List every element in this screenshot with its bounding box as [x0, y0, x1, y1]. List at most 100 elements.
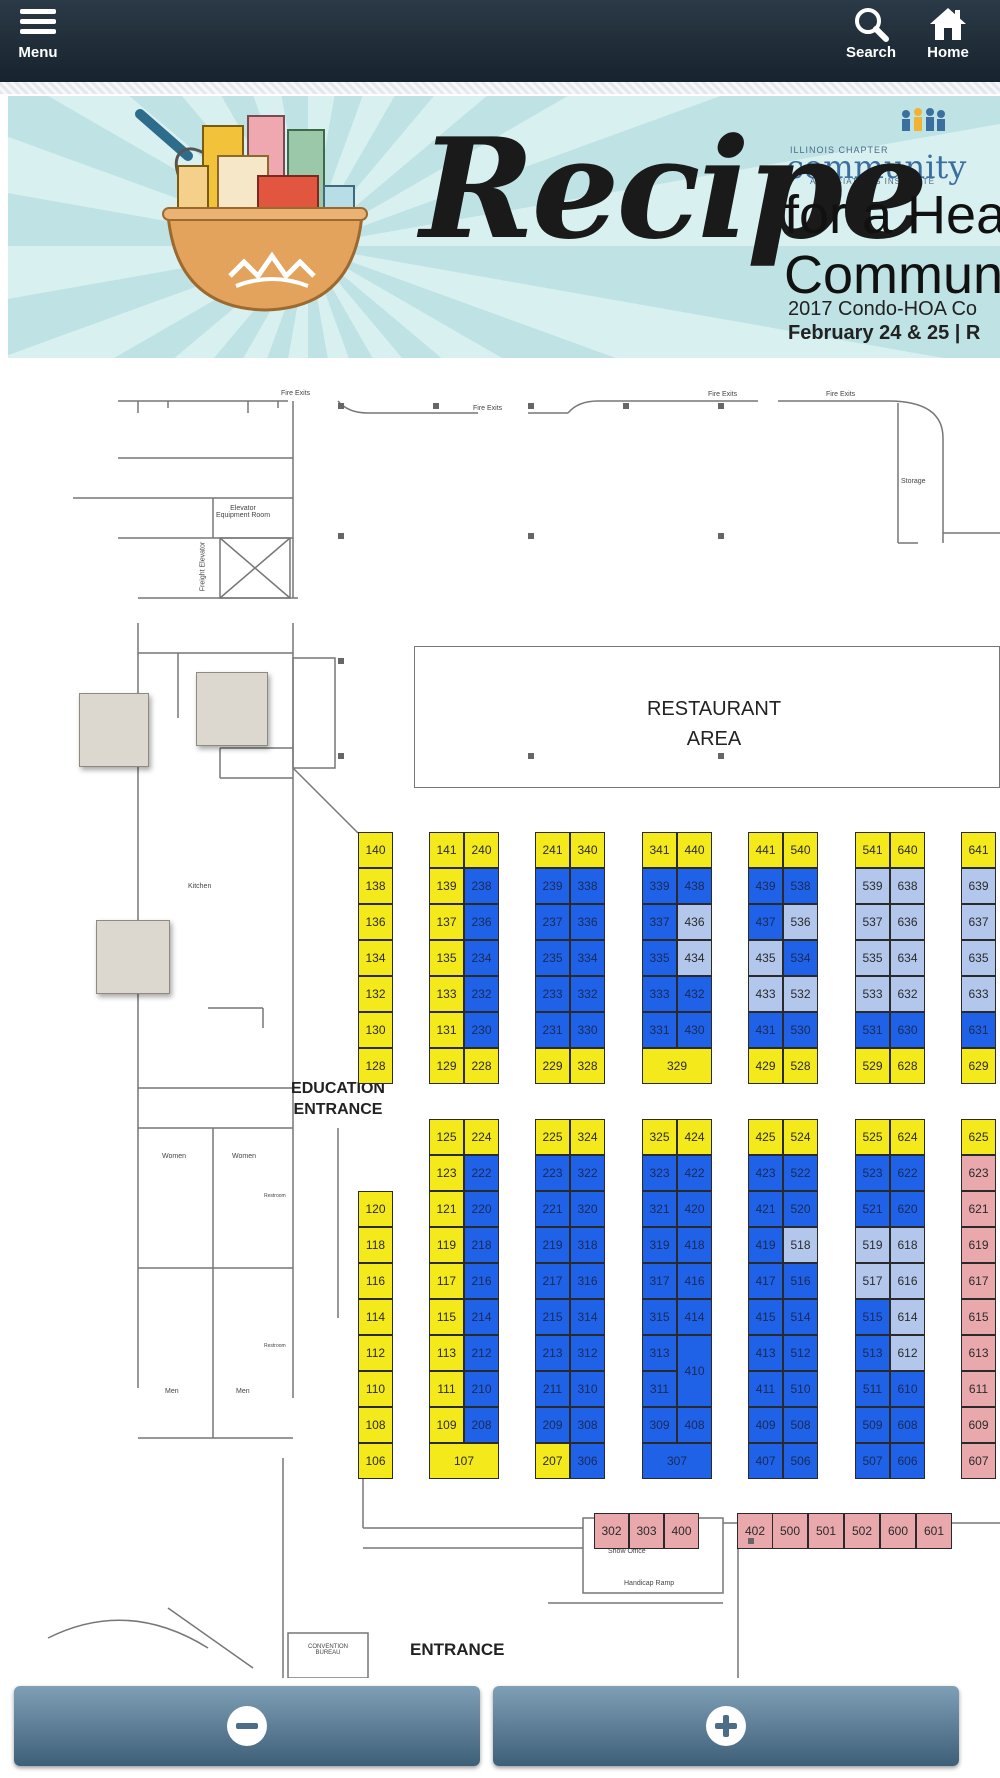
booth-214[interactable]: 214 — [464, 1299, 499, 1335]
booth-614[interactable]: 614 — [890, 1299, 925, 1335]
booth-507[interactable]: 507 — [855, 1443, 890, 1479]
booth-433[interactable]: 433 — [748, 976, 783, 1012]
booth-618[interactable]: 618 — [890, 1227, 925, 1263]
booth-624[interactable]: 624 — [890, 1119, 925, 1155]
booth-324[interactable]: 324 — [570, 1119, 605, 1155]
booth-607[interactable]: 607 — [961, 1443, 996, 1479]
booth-137[interactable]: 137 — [429, 904, 464, 940]
booth-421[interactable]: 421 — [748, 1191, 783, 1227]
booth-510[interactable]: 510 — [783, 1371, 818, 1407]
booth-601[interactable]: 601 — [916, 1513, 952, 1549]
booth-236[interactable]: 236 — [464, 904, 499, 940]
booth-116[interactable]: 116 — [358, 1263, 393, 1299]
booth-108[interactable]: 108 — [358, 1407, 393, 1443]
booth-629[interactable]: 629 — [961, 1048, 996, 1084]
booth-235[interactable]: 235 — [535, 940, 570, 976]
booth-441[interactable]: 441 — [748, 832, 783, 868]
booth-411[interactable]: 411 — [748, 1371, 783, 1407]
booth-237[interactable]: 237 — [535, 904, 570, 940]
booth-541[interactable]: 541 — [855, 832, 890, 868]
booth-222[interactable]: 222 — [464, 1155, 499, 1191]
booth-132[interactable]: 132 — [358, 976, 393, 1012]
zoom-out-button[interactable] — [14, 1686, 480, 1766]
booth-109[interactable]: 109 — [429, 1407, 464, 1443]
booth-500[interactable]: 500 — [772, 1513, 808, 1549]
booth-640[interactable]: 640 — [890, 832, 925, 868]
booth-639[interactable]: 639 — [961, 868, 996, 904]
zoom-in-button[interactable] — [493, 1686, 959, 1766]
booth-430[interactable]: 430 — [677, 1012, 712, 1048]
booth-641[interactable]: 641 — [961, 832, 996, 868]
booth-414[interactable]: 414 — [677, 1299, 712, 1335]
booth-508[interactable]: 508 — [783, 1407, 818, 1443]
booth-216[interactable]: 216 — [464, 1263, 499, 1299]
booth-502[interactable]: 502 — [844, 1513, 880, 1549]
booth-536[interactable]: 536 — [783, 904, 818, 940]
booth-333[interactable]: 333 — [642, 976, 677, 1012]
booth-530[interactable]: 530 — [783, 1012, 818, 1048]
booth-410[interactable]: 410 — [677, 1335, 712, 1407]
booth-522[interactable]: 522 — [783, 1155, 818, 1191]
booth-512[interactable]: 512 — [783, 1335, 818, 1371]
booth-506[interactable]: 506 — [783, 1443, 818, 1479]
booth-338[interactable]: 338 — [570, 868, 605, 904]
booth-330[interactable]: 330 — [570, 1012, 605, 1048]
booth-533[interactable]: 533 — [855, 976, 890, 1012]
booth-320[interactable]: 320 — [570, 1191, 605, 1227]
booth-622[interactable]: 622 — [890, 1155, 925, 1191]
booth-115[interactable]: 115 — [429, 1299, 464, 1335]
booth-431[interactable]: 431 — [748, 1012, 783, 1048]
booth-415[interactable]: 415 — [748, 1299, 783, 1335]
booth-213[interactable]: 213 — [535, 1335, 570, 1371]
booth-218[interactable]: 218 — [464, 1227, 499, 1263]
booth-130[interactable]: 130 — [358, 1012, 393, 1048]
booth-418[interactable]: 418 — [677, 1227, 712, 1263]
booth-315[interactable]: 315 — [642, 1299, 677, 1335]
search-button[interactable]: Search — [842, 6, 900, 61]
booth-118[interactable]: 118 — [358, 1227, 393, 1263]
booth-634[interactable]: 634 — [890, 940, 925, 976]
booth-311[interactable]: 311 — [642, 1371, 677, 1407]
booth-435[interactable]: 435 — [748, 940, 783, 976]
booth-608[interactable]: 608 — [890, 1407, 925, 1443]
booth-332[interactable]: 332 — [570, 976, 605, 1012]
booth-420[interactable]: 420 — [677, 1191, 712, 1227]
booth-303[interactable]: 303 — [629, 1513, 664, 1549]
booth-329[interactable]: 329 — [642, 1048, 712, 1084]
booth-307[interactable]: 307 — [642, 1443, 712, 1479]
booth-425[interactable]: 425 — [748, 1119, 783, 1155]
booth-424[interactable]: 424 — [677, 1119, 712, 1155]
booth-318[interactable]: 318 — [570, 1227, 605, 1263]
booth-515[interactable]: 515 — [855, 1299, 890, 1335]
booth-539[interactable]: 539 — [855, 868, 890, 904]
booth-621[interactable]: 621 — [961, 1191, 996, 1227]
booth-336[interactable]: 336 — [570, 904, 605, 940]
booth-211[interactable]: 211 — [535, 1371, 570, 1407]
booth-419[interactable]: 419 — [748, 1227, 783, 1263]
booth-523[interactable]: 523 — [855, 1155, 890, 1191]
booth-413[interactable]: 413 — [748, 1335, 783, 1371]
booth-606[interactable]: 606 — [890, 1443, 925, 1479]
booth-107[interactable]: 107 — [429, 1443, 499, 1479]
booth-630[interactable]: 630 — [890, 1012, 925, 1048]
floor-plan-map[interactable]: Fire Exits Fire Exits Fire Exits Fire Ex… — [8, 358, 1000, 1678]
booth-610[interactable]: 610 — [890, 1371, 925, 1407]
booth-623[interactable]: 623 — [961, 1155, 996, 1191]
booth-110[interactable]: 110 — [358, 1371, 393, 1407]
booth-233[interactable]: 233 — [535, 976, 570, 1012]
booth-636[interactable]: 636 — [890, 904, 925, 940]
booth-635[interactable]: 635 — [961, 940, 996, 976]
booth-221[interactable]: 221 — [535, 1191, 570, 1227]
booth-437[interactable]: 437 — [748, 904, 783, 940]
booth-429[interactable]: 429 — [748, 1048, 783, 1084]
booth-340[interactable]: 340 — [570, 832, 605, 868]
booth-240[interactable]: 240 — [464, 832, 499, 868]
booth-517[interactable]: 517 — [855, 1263, 890, 1299]
booth-611[interactable]: 611 — [961, 1371, 996, 1407]
booth-224[interactable]: 224 — [464, 1119, 499, 1155]
booth-319[interactable]: 319 — [642, 1227, 677, 1263]
booth-210[interactable]: 210 — [464, 1371, 499, 1407]
booth-131[interactable]: 131 — [429, 1012, 464, 1048]
booth-434[interactable]: 434 — [677, 940, 712, 976]
booth-114[interactable]: 114 — [358, 1299, 393, 1335]
